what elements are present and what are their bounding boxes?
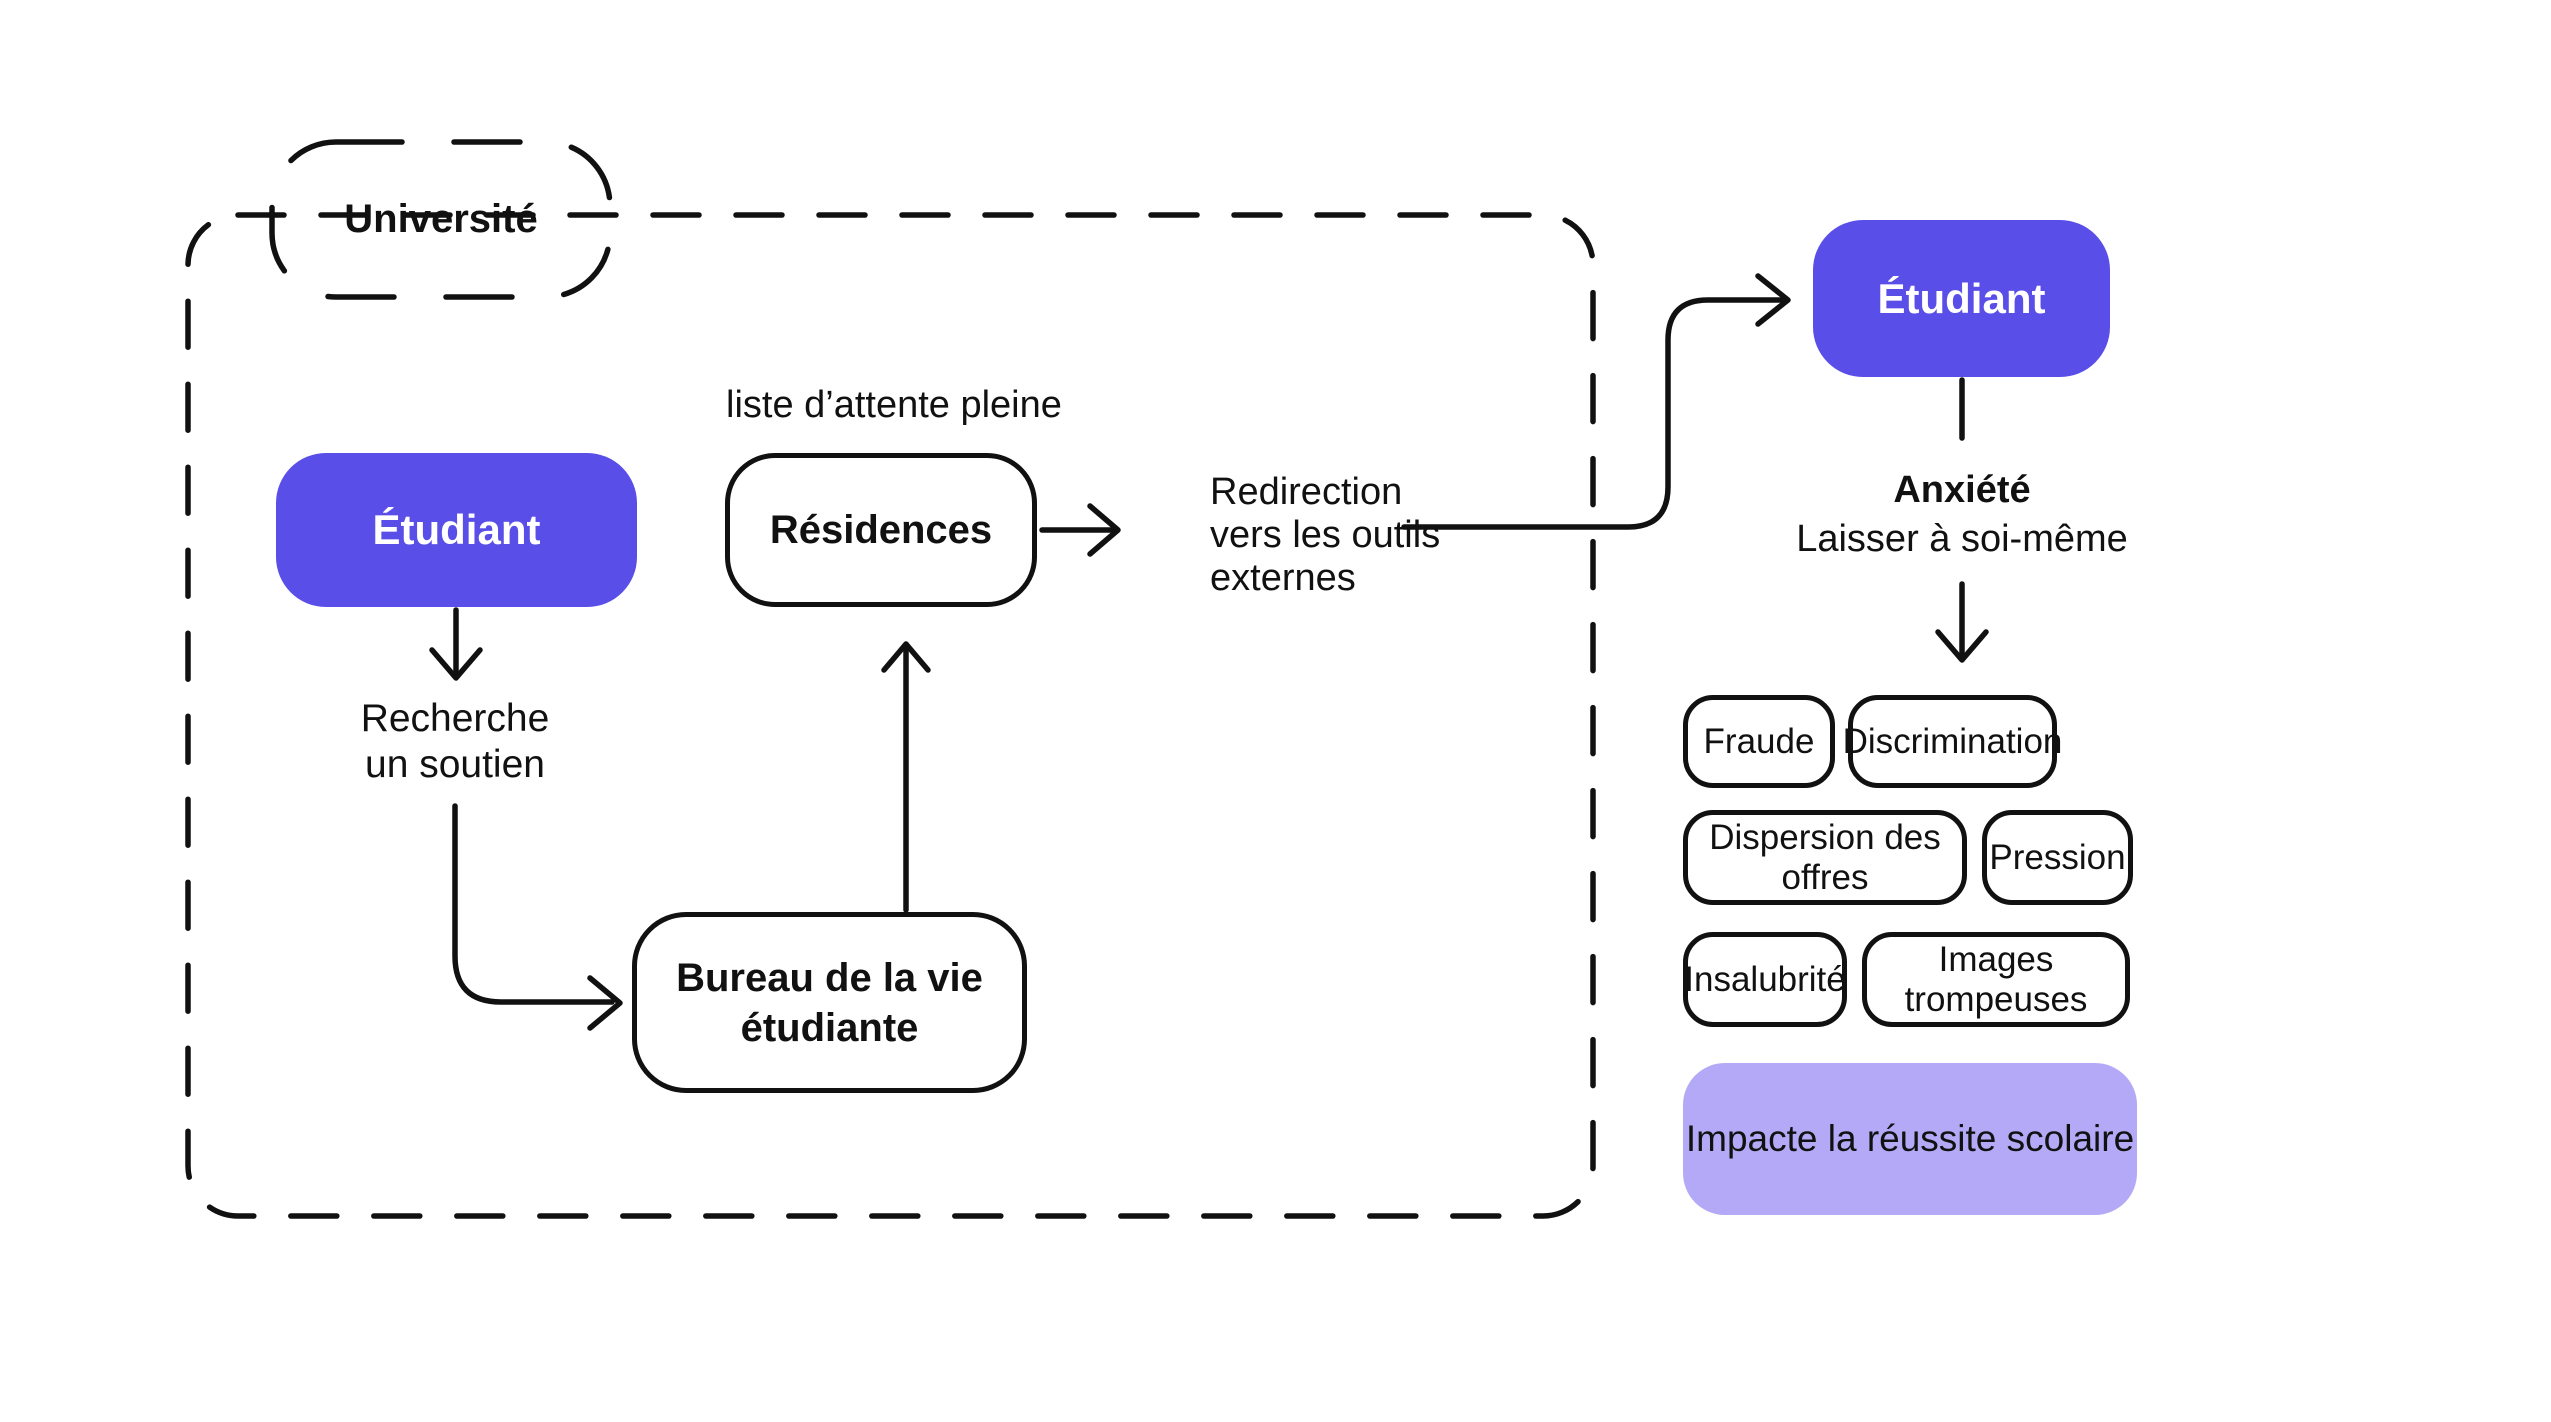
label-anxiete-line2: Laisser à soi-même	[1796, 518, 2128, 560]
node-etudiant-inside: Étudiant	[276, 453, 637, 607]
label-redirection-line3: externes	[1210, 557, 1356, 599]
tag-discrimination: Discrimination	[1843, 695, 2062, 788]
arrow-bureau-to-residences-head	[881, 641, 931, 673]
tag-dispersion-des-offres: Dispersion des offres	[1683, 810, 1967, 905]
tag-pression: Pression	[1982, 810, 2133, 905]
outcome-label: Impacte la réussite scolaire	[1685, 1118, 2135, 1159]
tag-dispersion-label: Dispersion des offres	[1709, 817, 1941, 897]
arrow-residences-to-redirection-head	[1087, 503, 1121, 557]
outcome-impacte-reussite: Impacte la réussite scolaire	[1683, 1063, 2137, 1215]
node-bureau-label: Bureau de la vie étudiante	[676, 953, 983, 1053]
universite-title: Université	[344, 197, 538, 241]
tag-images-trompeuses: Images trompeuses	[1862, 932, 2130, 1027]
node-residences: Résidences	[725, 453, 1037, 607]
node-etudiant-inside-label: Étudiant	[372, 506, 541, 553]
node-bureau-line2: étudiante	[740, 1005, 919, 1050]
tag-insalubrite-label: Insalubrité	[1684, 959, 1846, 999]
tag-fraude: Fraude	[1683, 695, 1835, 788]
arrow-redirection-to-student-head	[1755, 273, 1791, 327]
node-etudiant-outside: Étudiant	[1813, 220, 2110, 377]
universite-node-label: Université	[272, 142, 610, 297]
tag-pression-label: Pression	[1989, 837, 2126, 877]
label-recherche-soutien: Recherche un soutien	[320, 696, 590, 788]
arrow-anxiety-to-tags-head	[1935, 629, 1989, 663]
arrow-support-to-bureau-head	[587, 975, 623, 1031]
node-bureau-vie-etudiante: Bureau de la vie étudiante	[632, 912, 1027, 1093]
label-recherche-line2: un soutien	[365, 743, 545, 786]
arrow-student-down-head	[429, 647, 483, 681]
label-anxiete: Anxiété Laisser à soi-même	[1740, 466, 2184, 564]
label-recherche-line1: Recherche	[360, 697, 550, 740]
node-etudiant-outside-label: Étudiant	[1877, 274, 2046, 322]
label-redirection: Redirection vers les outils externes	[1210, 471, 1440, 600]
universite-pill-outline	[269, 139, 613, 300]
label-redirection-line1: Redirection	[1210, 471, 1403, 513]
university-boundary-dashed-box	[185, 212, 1596, 1219]
arrow-redirection-to-student	[1401, 297, 1785, 530]
arrow-support-to-bureau	[452, 803, 615, 1005]
tag-fraude-label: Fraude	[1703, 721, 1815, 761]
node-bureau-line1: Bureau de la vie	[676, 955, 983, 1000]
tag-images-trompeuses-label: Images trompeuses	[1904, 939, 2088, 1019]
tag-discrimination-label: Discrimination	[1842, 721, 2063, 761]
label-redirection-line2: vers les outils	[1210, 514, 1441, 556]
tag-insalubrite: Insalubrité	[1683, 932, 1847, 1027]
label-anxiete-line1: Anxiété	[1893, 469, 2031, 511]
node-residences-label: Résidences	[769, 508, 993, 552]
label-liste-attente: liste d’attente pleine	[726, 384, 1062, 426]
